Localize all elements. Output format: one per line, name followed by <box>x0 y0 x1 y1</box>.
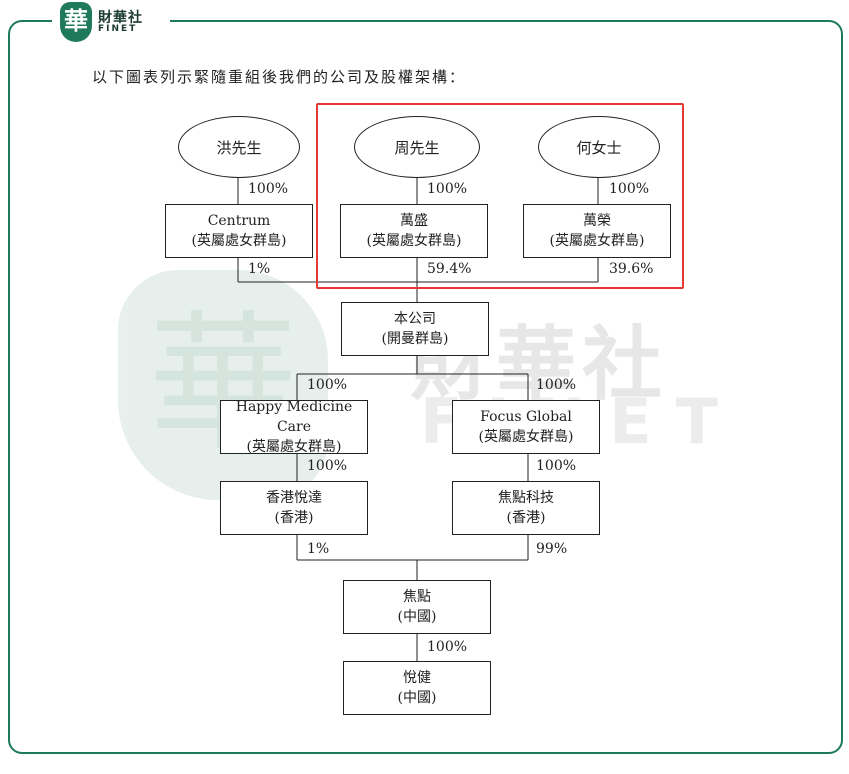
highlight-box <box>316 103 684 289</box>
entity-name: 悅健 <box>403 670 431 686</box>
entity-focus-global: Focus Global (英屬處女群島) <box>452 400 600 454</box>
entity-name: Focus Global <box>480 409 572 425</box>
pct-focus-tech: 100% <box>536 458 577 474</box>
entity-place: (英屬處女群島) <box>549 233 645 249</box>
entity-place: (英屬處女群島) <box>478 429 574 445</box>
shareholder-he: 何女士 <box>538 116 660 178</box>
pct-company-happy: 100% <box>307 377 348 393</box>
brand-name-en: FINET <box>98 24 138 34</box>
brand-logo-mark: 華 <box>60 2 92 42</box>
shareholder-hong: 洪先生 <box>178 116 300 178</box>
entity-name: Centrum <box>207 213 271 229</box>
entity-place: (英屬處女群島) <box>191 233 287 249</box>
entity-company: 本公司 (開曼群島) <box>341 302 489 356</box>
pct-company-focus: 100% <box>536 377 577 393</box>
entity-name: 本公司 <box>394 311 436 327</box>
pct-jiaodian-yuejian: 100% <box>427 639 468 655</box>
brand-logo: 華 財華社 FINET <box>52 2 170 42</box>
shareholder-zhou: 周先生 <box>354 116 480 178</box>
entity-place: (英屬處女群島) <box>246 439 342 455</box>
entity-place: (中國) <box>397 690 437 706</box>
entity-place: (香港) <box>274 510 314 526</box>
entity-jiaodian: 焦點 (中國) <box>343 580 491 634</box>
brand-name-cn: 財華社 <box>98 10 143 26</box>
entity-yuejian: 悅健 (中國) <box>343 661 491 715</box>
entity-name: 焦點 <box>403 589 431 605</box>
entity-centrum: Centrum (英屬處女群島) <box>165 204 313 258</box>
entity-name: 香港悅達 <box>266 490 322 506</box>
entity-wanrong: 萬榮 (英屬處女群島) <box>523 204 671 258</box>
entity-hk-yueda: 香港悅達 (香港) <box>220 481 368 535</box>
entity-name: 萬榮 <box>583 213 611 229</box>
pct-zhou-wansheng: 100% <box>427 181 468 197</box>
entity-wansheng: 萬盛 (英屬處女群島) <box>340 204 488 258</box>
pct-wanrong-company: 39.6% <box>609 261 654 277</box>
pct-centrum-company: 1% <box>248 261 271 277</box>
pct-happy-yueda: 100% <box>307 458 348 474</box>
pct-yueda-jiaodian: 1% <box>307 541 330 557</box>
pct-hong-centrum: 100% <box>248 181 289 197</box>
pct-wansheng-company: 59.4% <box>427 261 472 277</box>
entity-name: Happy Medicine Care <box>235 399 353 435</box>
entity-name: 焦點科技 <box>498 490 554 506</box>
intro-text: 以下圖表列示緊隨重組後我們的公司及股權架構： <box>92 68 467 86</box>
pct-tech-jiaodian: 99% <box>536 541 568 557</box>
entity-place: (中國) <box>397 609 437 625</box>
entity-name: 萬盛 <box>400 213 428 229</box>
entity-place: (香港) <box>506 510 546 526</box>
entity-place: (開曼群島) <box>381 331 449 347</box>
pct-he-wanrong: 100% <box>609 181 650 197</box>
entity-place: (英屬處女群島) <box>366 233 462 249</box>
entity-happy-medicine-care: Happy Medicine Care (英屬處女群島) <box>220 399 368 455</box>
entity-jiaodian-tech: 焦點科技 (香港) <box>452 481 600 535</box>
